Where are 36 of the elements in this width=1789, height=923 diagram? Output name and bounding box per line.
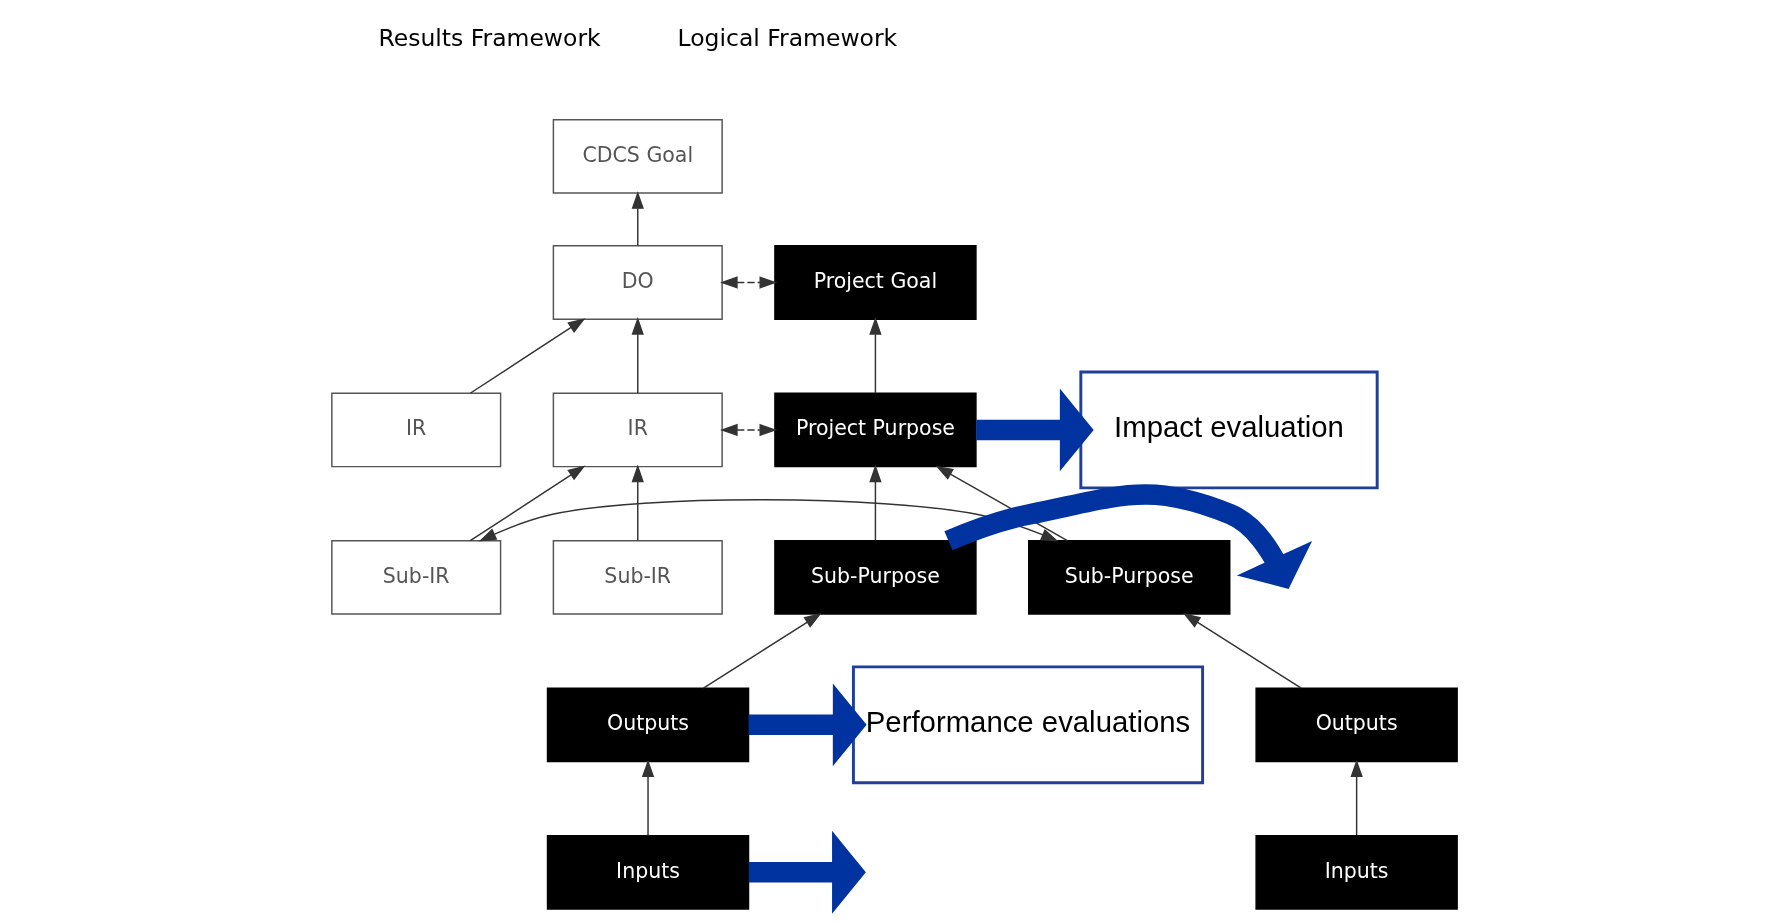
arrow: [641, 759, 655, 837]
arrow: [631, 317, 644, 394]
node-box: Project Purpose: [774, 392, 977, 468]
node-box: Project Goal: [774, 245, 977, 320]
arrow: [1350, 759, 1363, 837]
arrow: [944, 484, 1313, 589]
node-box: CDCS Goal: [552, 118, 723, 194]
node-box: Inputs: [1255, 834, 1458, 910]
node-box: Outputs: [546, 687, 750, 763]
node-box: Sub-Purpose: [774, 540, 977, 615]
node-box: Sub-IR: [552, 540, 723, 615]
arrow: [469, 318, 586, 394]
arrow: [720, 423, 778, 437]
arrow: [869, 317, 882, 394]
arrow: [976, 388, 1094, 472]
arrow: [869, 464, 882, 542]
node-box: DO: [552, 245, 723, 320]
node-box: Sub-Purpose: [1028, 540, 1231, 615]
arrow: [720, 276, 778, 289]
node-box: Impact evaluation: [1079, 370, 1379, 490]
node-box: Inputs: [546, 834, 750, 910]
label: Logical Framework: [677, 24, 898, 53]
arrow: [748, 683, 867, 767]
arrow: [1183, 613, 1302, 689]
node-box: Outputs: [1255, 687, 1458, 763]
node-box: IR: [331, 392, 502, 468]
node-box: IR: [552, 392, 723, 468]
label: Results Framework: [378, 24, 601, 53]
arrow: [631, 191, 644, 247]
node-box: Performance evaluations: [851, 665, 1205, 785]
arrow: [748, 830, 866, 914]
node-box: Sub-IR: [331, 540, 502, 615]
arrow: [469, 465, 586, 542]
arrow: [702, 613, 822, 689]
arrow: [631, 464, 644, 542]
arrow: [478, 499, 1059, 542]
